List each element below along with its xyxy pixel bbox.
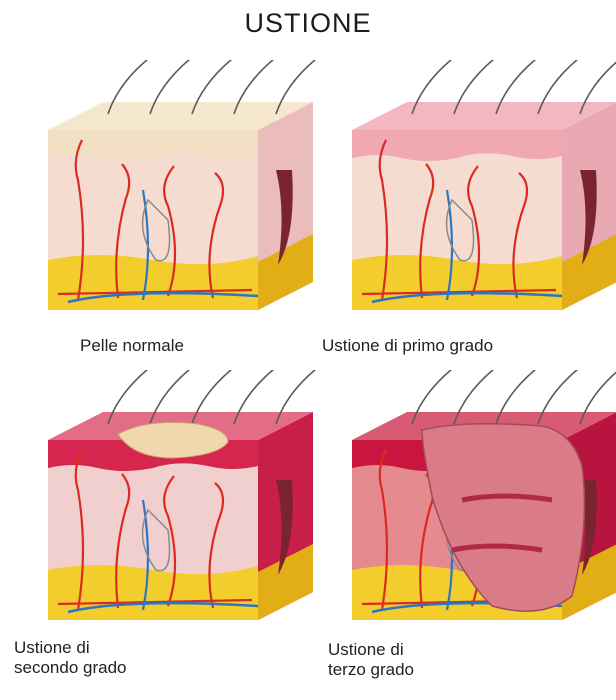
caption-normal-skin: Pelle normale	[80, 336, 184, 356]
caption-first-degree-burn: Ustione di primo grado	[322, 336, 493, 356]
caption-second-degree-burn: Ustione di secondo grado	[14, 638, 126, 678]
panel-third-degree-burn: Ustione di terzo grado	[334, 370, 616, 700]
diagram-title: USTIONE	[0, 8, 616, 39]
caption-third-degree-burn: Ustione di terzo grado	[328, 640, 414, 680]
panel-normal-skin: Pelle normale	[30, 60, 330, 390]
panel-first-degree-burn: Ustione di primo grado	[334, 60, 616, 390]
panel-second-degree-burn: Ustione di secondo grado	[30, 370, 330, 700]
